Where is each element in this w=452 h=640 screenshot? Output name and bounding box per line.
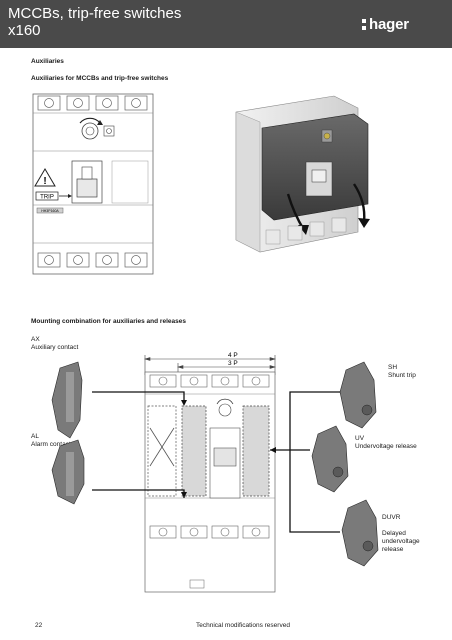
section-heading-auxiliaries: Auxiliaries (31, 58, 64, 65)
bottom-terminals (37, 252, 148, 268)
callout-uv: UV Undervoltage release (355, 435, 417, 451)
callout-sh-label: Shunt trip (388, 372, 416, 379)
al-accessory-image (51, 439, 85, 505)
callout-al: AL Alarm contact (31, 433, 71, 449)
dimension-3p: 3 P (228, 360, 238, 367)
uv-accessory-image (311, 425, 349, 493)
mounting-combination-diagram: 4 P 3 P (51, 352, 379, 593)
rotary-arrow-icon (79, 117, 115, 140)
section-heading-mounting: Mounting combination for auxiliaries and… (31, 318, 186, 325)
logo-mark-icon (362, 17, 368, 31)
callout-uv-label: Undervoltage release (355, 443, 417, 450)
callout-duvr: DUVR Delayed undervoltage release (382, 506, 420, 562)
diagram-top-terminals (149, 374, 270, 388)
callout-ax-code: AX (31, 336, 40, 343)
section-subheading-auxiliaries: Auxiliaries for MCCBs and trip-free swit… (31, 75, 169, 82)
callout-uv-code: UV (355, 435, 365, 442)
mccb-front-drawing: ! TRIP HH3P160A (32, 93, 154, 275)
callout-ax-label: Auxiliary contact (31, 344, 79, 351)
page-title: MCCBs, trip-free switches x160 (8, 5, 182, 39)
callout-al-code: AL (31, 433, 39, 440)
callout-duvr-label: Delayed undervoltage release (382, 530, 420, 553)
svg-text:!: ! (43, 176, 46, 187)
callout-ax: AX Auxiliary contact (31, 336, 78, 352)
hager-logo: hager (362, 15, 409, 33)
sh-accessory-image (339, 361, 377, 429)
callout-duvr-code: DUVR (382, 514, 401, 521)
page-header: MCCBs, trip-free switches x160 hager (0, 0, 452, 48)
diagram-bottom-terminals (149, 525, 270, 539)
trip-label: TRIP (40, 195, 54, 201)
duvr-accessory-image (341, 499, 379, 567)
callout-al-label: Alarm contact (31, 441, 71, 448)
footer-note: Technical modifications reserved (196, 622, 290, 629)
warning-triangle-icon: ! (34, 168, 56, 187)
callout-sh-code: SH (388, 364, 398, 371)
page-number: 22 (35, 622, 43, 629)
logo-text: hager (369, 15, 409, 33)
top-terminals (37, 95, 148, 111)
callout-sh: SH Shunt trip (388, 364, 416, 380)
mccb-3d-render (235, 95, 370, 253)
dimension-4p: 4 P (228, 352, 238, 359)
ax-accessory-image (51, 361, 83, 439)
nameplate-text: HH3P160A (41, 209, 59, 213)
